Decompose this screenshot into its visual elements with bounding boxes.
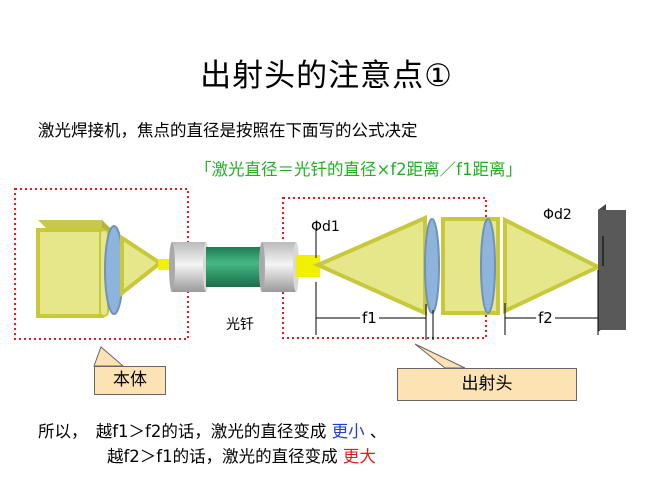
f2-label: f2 xyxy=(536,309,555,327)
head-callout-pointer xyxy=(414,343,466,369)
conclusion-line-1-suffix: 、 xyxy=(369,422,387,441)
conclusion-line-2-text: 越f2＞f1的话，激光的直径变成 xyxy=(107,447,338,466)
phi-d1-label: Φd1 xyxy=(311,219,340,235)
head-optics xyxy=(296,214,603,317)
dimension-lines xyxy=(315,230,604,340)
workpiece xyxy=(598,204,626,332)
body-unit xyxy=(36,220,176,318)
fiber-label: 光钎 xyxy=(226,317,254,333)
result-larger: 更大 xyxy=(342,447,376,466)
result-smaller: 更小 xyxy=(331,422,365,441)
formula-text: 「激光直径＝光钎的直径×f2距离／f1距离」 xyxy=(195,160,522,179)
fiber-assembly xyxy=(169,242,299,292)
head-callout: 出射头 xyxy=(397,368,577,401)
phi-d2-label: Φd2 xyxy=(543,207,572,223)
conclusion-line-1: 所以， 越f1＞f2的话，激光的直径变成 更小 、 xyxy=(38,418,386,442)
body-dotted-box xyxy=(14,188,189,340)
intro-text: 激光焊接机，焦点的直径是按照在下面写的公式决定 xyxy=(38,121,418,140)
body-callout-pointer xyxy=(93,346,125,367)
page-title: 出射头的注意点① xyxy=(200,58,453,94)
f1-label: f1 xyxy=(360,309,379,327)
conclusion-line-2: 越f2＞f1的话，激光的直径变成 更大 xyxy=(107,443,376,467)
body-callout: 本体 xyxy=(94,366,166,395)
conclusion-line-1-text: 所以， 越f1＞f2的话，激光的直径变成 xyxy=(38,422,327,441)
